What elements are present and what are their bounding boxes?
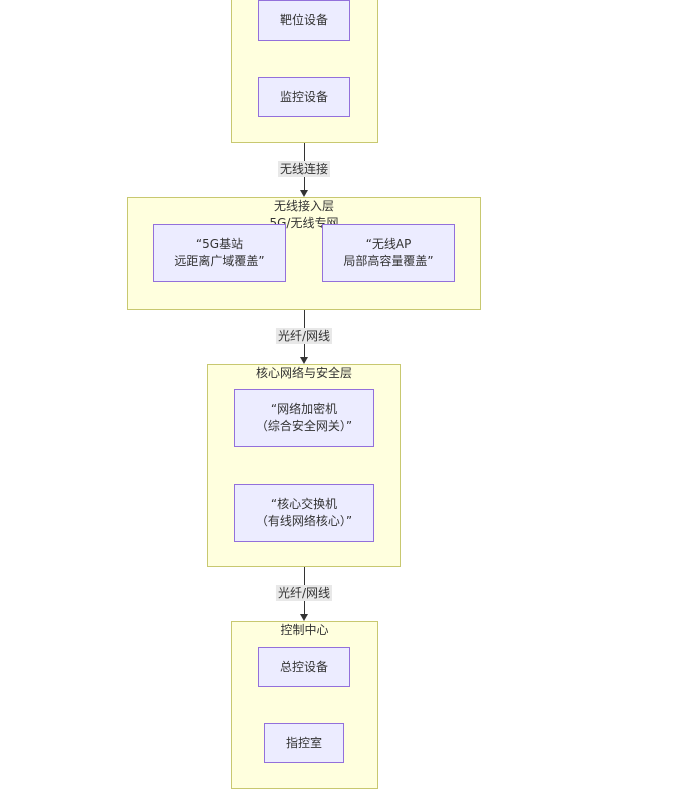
target-device-label: 靶位设备 [279, 13, 328, 27]
wireless-ap-node[interactable]: “无线AP 局部高容量覆盖” [322, 224, 455, 282]
wireless-ap-label-line2: 局部高容量覆盖” [343, 254, 434, 268]
core-switch-node[interactable]: “核心交换机 （有线网络核心）” [234, 484, 374, 542]
base-station-5g-label-line2: 远距离广域覆盖” [174, 254, 265, 268]
base-station-5g-node[interactable]: “5G基站 远距离广域覆盖” [153, 224, 286, 282]
arrowhead-core-to-control [300, 614, 308, 621]
wireless-ap-label-line1: “无线AP [365, 237, 412, 251]
network-encryptor-label-line1: “网络加密机 [270, 402, 338, 416]
wireless-layer-subtitle: 5G/无线专网 [269, 216, 339, 230]
base-station-5g-label-line1: “5G基站 [195, 237, 244, 251]
network-encryptor-node[interactable]: “网络加密机 （综合安全网关）” [234, 389, 374, 447]
network-encryptor-label-line2: （综合安全网关）” [255, 419, 353, 433]
monitor-device-label: 监控设备 [279, 89, 328, 104]
wireless-layer-title: 无线接入层 [273, 199, 334, 213]
command-room-node[interactable]: 指控室 [264, 723, 344, 763]
edge-label-wireless-to-core: 光纤/网线 [275, 328, 333, 344]
control-layer-title: 控制中心 [280, 623, 329, 637]
arrowhead-wireless-to-core [300, 357, 308, 364]
monitor-device-node[interactable]: 监控设备 [258, 77, 350, 117]
core-layer-title: 核心网络与安全层 [255, 366, 352, 380]
master-control-label: 总控设备 [279, 659, 328, 674]
arrowhead-field-to-wireless [300, 190, 308, 197]
core-switch-label-line2: （有线网络核心）” [255, 514, 353, 528]
edge-label-field-to-wireless: 无线连接 [277, 161, 331, 177]
target-device-node[interactable]: 靶位设备 [258, 0, 350, 41]
command-room-label: 指控室 [285, 735, 322, 750]
edge-label-core-to-control: 光纤/网线 [275, 585, 333, 601]
core-switch-label-line1: “核心交换机 [270, 497, 338, 511]
master-control-node[interactable]: 总控设备 [258, 647, 350, 687]
